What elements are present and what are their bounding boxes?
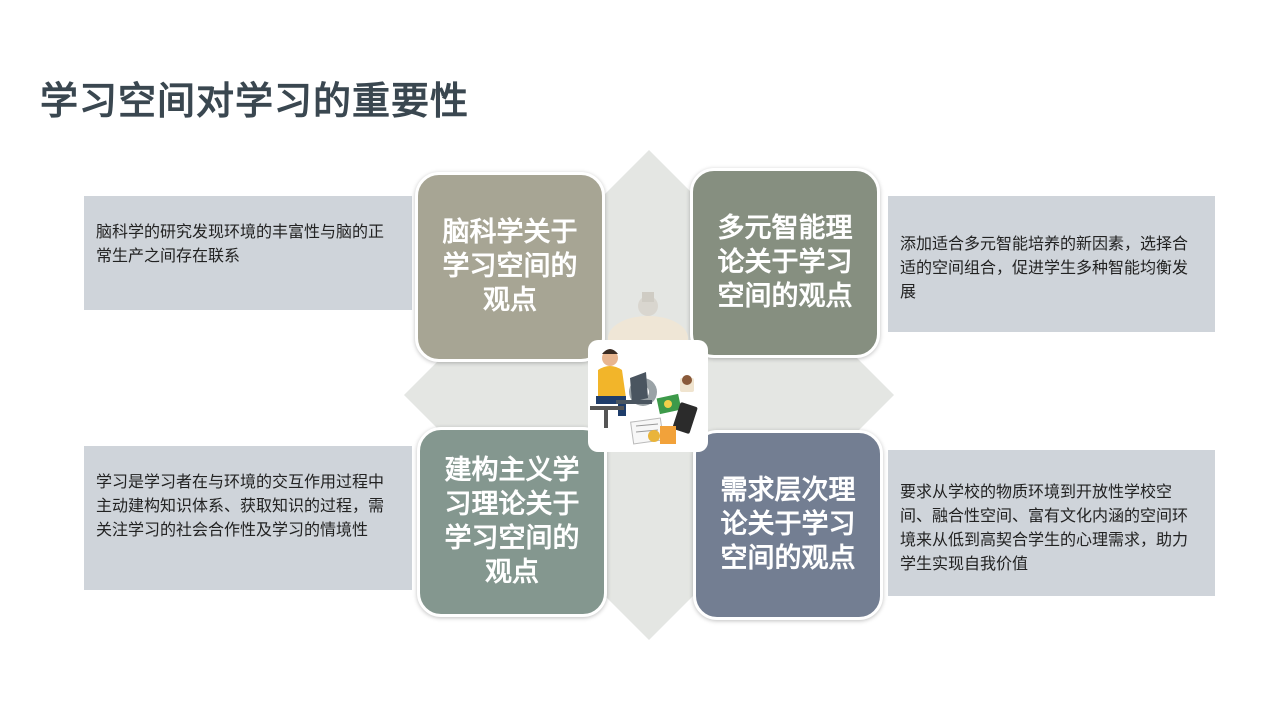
bottom-right-description-box: 要求从学校的物质环境到开放性学校空间、融合性空间、富有文化内涵的空间环境来从低到… xyxy=(888,450,1215,596)
tile-brain-science: 脑科学关于学习空间的观点 xyxy=(415,172,605,362)
bottom-left-description: 学习是学习者在与环境的交互作用过程中主动建构知识体系、获取知识的过程，需关注学习… xyxy=(96,472,385,539)
tile-constructivism-label: 建构主义学习理论关于学习空间的观点 xyxy=(444,455,580,588)
tile-constructivism: 建构主义学习理论关于学习空间的观点 xyxy=(417,427,607,617)
center-illustration-card xyxy=(588,340,708,452)
top-left-description-box: 脑科学的研究发现环境的丰富性与脑的正常生产之间存在联系 xyxy=(84,196,412,310)
slide-title: 学习空间对学习的重要性 xyxy=(40,79,470,123)
tile-hierarchy-of-needs: 需求层次理论关于学习空间的观点 xyxy=(693,430,883,620)
tile-brain-science-label: 脑科学关于学习空间的观点 xyxy=(442,217,578,316)
tile-hierarchy-of-needs-label: 需求层次理论关于学习空间的观点 xyxy=(720,475,856,574)
top-right-description: 添加适合多元智能培养的新因素，选择合适的空间组合，促进学生多种智能均衡发展 xyxy=(900,234,1189,301)
person-working-laptop-icon xyxy=(590,349,698,445)
tile-multiple-intelligences: 多元智能理论关于学习空间的观点 xyxy=(690,168,880,358)
tile-multiple-intelligences-label: 多元智能理论关于学习空间的观点 xyxy=(717,213,853,312)
bottom-right-description: 要求从学校的物质环境到开放性学校空间、融合性空间、富有文化内涵的空间环境来从低到… xyxy=(900,482,1189,573)
top-right-description-box: 添加适合多元智能培养的新因素，选择合适的空间组合，促进学生多种智能均衡发展 xyxy=(888,196,1215,332)
top-left-description: 脑科学的研究发现环境的丰富性与脑的正常生产之间存在联系 xyxy=(96,222,385,265)
bottom-left-description-box: 学习是学习者在与环境的交互作用过程中主动建构知识体系、获取知识的过程，需关注学习… xyxy=(84,446,412,590)
